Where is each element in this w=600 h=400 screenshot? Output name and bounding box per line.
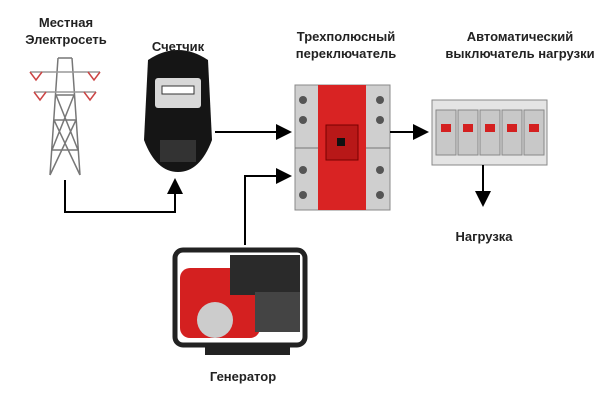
label-line: переключатель xyxy=(295,46,397,61)
label-breaker: Автоматический выключатель нагрузки xyxy=(445,28,594,62)
power-tower-icon xyxy=(29,57,101,176)
circuit-breaker-icon xyxy=(431,99,548,166)
label-generator: Генератор xyxy=(209,369,277,384)
three-pole-switch-icon xyxy=(294,84,391,211)
label-transfer-switch: Трехполюсный переключатель xyxy=(296,28,396,62)
label-line: Местная xyxy=(38,15,94,30)
label-line: Трехполюсный xyxy=(296,29,396,44)
label-meter: Счетчик xyxy=(151,39,205,54)
label-load: Нагрузка xyxy=(455,229,513,244)
label-line: Электросеть xyxy=(25,32,107,47)
label-line: выключатель нагрузки xyxy=(445,46,595,61)
generator-icon xyxy=(172,247,308,355)
electric-meter-icon xyxy=(144,50,212,172)
connection-arrows xyxy=(64,124,491,245)
label-line: Автоматический xyxy=(466,29,574,44)
